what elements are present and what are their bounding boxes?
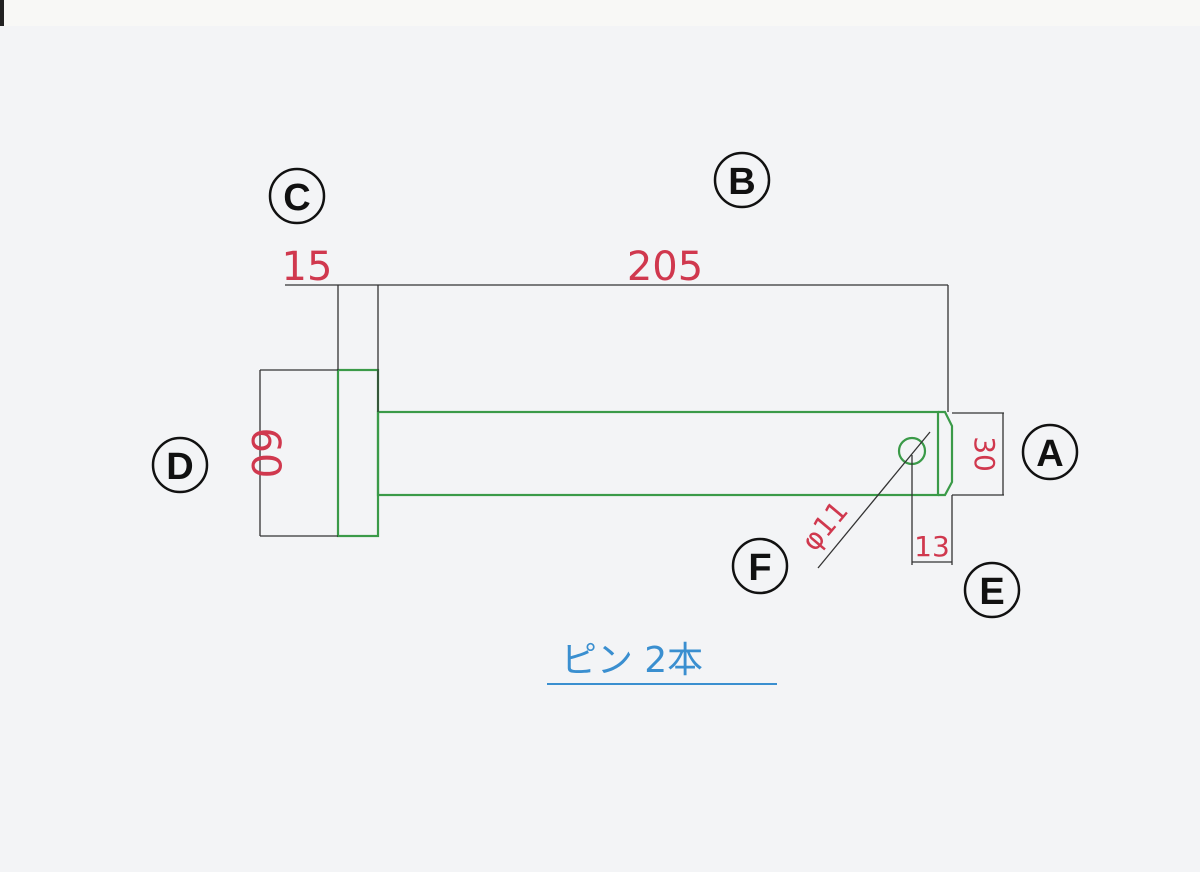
- dim-shaft-length: 205: [627, 244, 703, 290]
- svg-text:C: C: [283, 177, 310, 219]
- dim-shaft-diameter: 30: [968, 436, 1001, 472]
- label-d: D: [151, 436, 209, 494]
- hole-leader-line: [817, 431, 931, 569]
- pin-head: [336, 368, 380, 538]
- svg-text:E: E: [979, 571, 1004, 613]
- label-c: C: [268, 167, 326, 225]
- label-e: E: [963, 561, 1021, 619]
- dim-hole-offset: 13: [914, 530, 950, 563]
- svg-text:B: B: [728, 161, 755, 203]
- svg-text:A: A: [1036, 433, 1063, 475]
- dimension-lines: [259, 284, 1004, 569]
- label-f: F: [731, 537, 789, 595]
- drawing-title: ピン 2本: [561, 640, 703, 681]
- pin-shaft: [376, 410, 940, 497]
- scan-top-band: [0, 0, 1200, 26]
- label-b: B: [713, 151, 771, 209]
- svg-text:F: F: [748, 547, 771, 589]
- pin-chamfer: [938, 410, 954, 497]
- scan-edge: [0, 0, 4, 26]
- svg-text:D: D: [166, 446, 193, 488]
- dim-head-diameter: 60: [242, 428, 288, 479]
- label-a: A: [1021, 423, 1079, 481]
- dim-head-thickness: 15: [282, 244, 333, 290]
- dim-hole-diameter: φ11: [795, 495, 855, 558]
